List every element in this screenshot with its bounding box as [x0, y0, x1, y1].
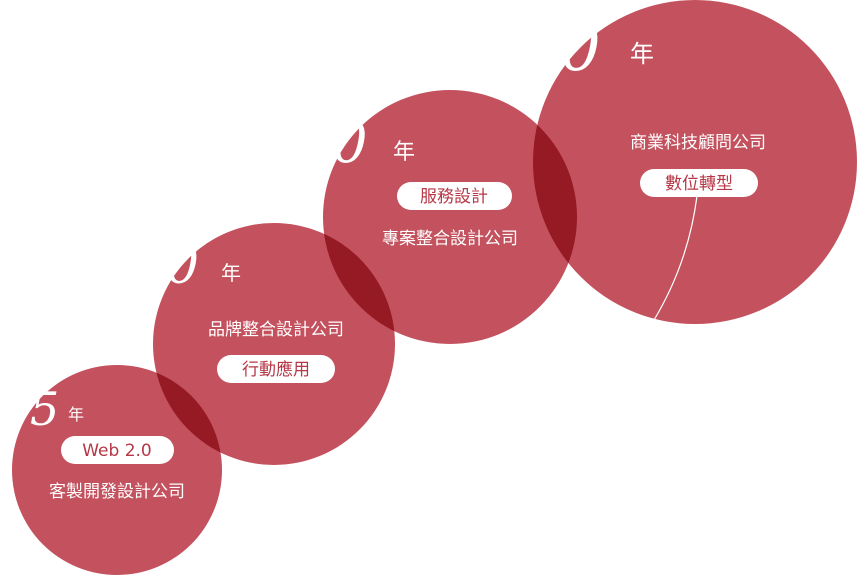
- stage-3-pill: [397, 182, 512, 210]
- stage-4-year-number: 0: [560, 12, 601, 86]
- stage-3-pill-text: 服務設計: [420, 187, 488, 207]
- stage-1-pill: [61, 436, 174, 464]
- stage-2-year-unit: 年: [221, 261, 241, 285]
- stage-2: 0 年 品牌整合設計公司 行動應用: [153, 223, 395, 465]
- stage-1-label: 客製開發設計公司: [49, 482, 185, 502]
- stage-4-circle: [533, 0, 857, 324]
- stage-3-circle: [323, 90, 577, 344]
- stage-1-pill-text: Web 2.0: [82, 441, 152, 461]
- stage-2-label: 品牌整合設計公司: [208, 320, 344, 340]
- stage-1-year-number: 5: [30, 382, 59, 436]
- stage-4-pill-text: 數位轉型: [665, 174, 733, 194]
- stage-3: 0 年 服務設計 專案整合設計公司: [323, 90, 577, 344]
- stage-2-circle: [153, 223, 395, 465]
- stage-4-year-unit: 年: [630, 40, 654, 68]
- stage-3-year-number: 0: [332, 111, 368, 176]
- stage-3-label: 專案整合設計公司: [382, 229, 518, 249]
- stage-4-label: 商業科技顧問公司: [630, 133, 766, 153]
- stage-2-pill: [217, 355, 335, 383]
- stage-4-pill: [640, 169, 758, 197]
- stage-4-leader-line: [653, 195, 698, 321]
- stage-1-circle: [12, 365, 222, 575]
- stage-4: 0 年 商業科技顧問公司 數位轉型: [533, 0, 857, 324]
- stage-2-year-number: 0: [166, 236, 199, 296]
- stage-1: 5 年 Web 2.0 客製開發設計公司: [12, 365, 222, 575]
- stage-2-pill-text: 行動應用: [242, 359, 310, 380]
- stage-3-year-unit: 年: [393, 140, 415, 165]
- stage-1-year-unit: 年: [68, 405, 84, 424]
